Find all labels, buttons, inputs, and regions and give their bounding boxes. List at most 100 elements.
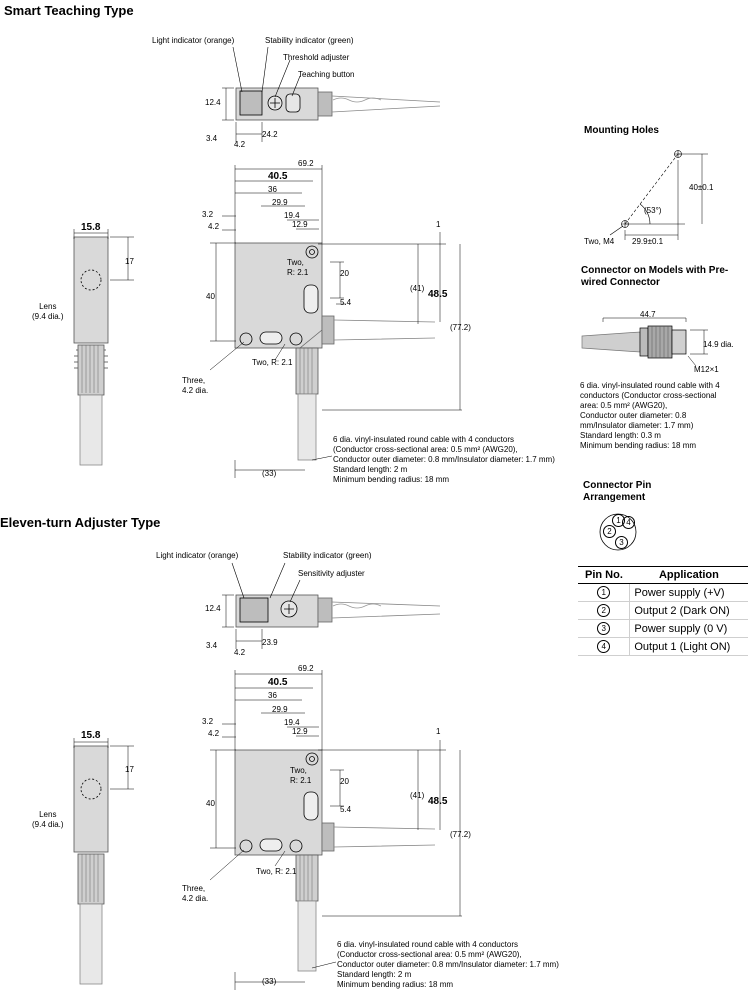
s2-dim-41: (41) bbox=[410, 791, 425, 800]
s1-dim-48-5: 48.5 bbox=[428, 289, 448, 300]
connector-note-line: Minimum bending radius: 18 mm bbox=[580, 441, 697, 450]
application-cell: Power supply (+V) bbox=[629, 583, 748, 602]
s2-side-dim-17: 17 bbox=[125, 765, 134, 774]
s1-cable-note: 6 dia. vinyl-insulated round cable with … bbox=[333, 435, 593, 485]
pin-cell: 3 bbox=[578, 619, 631, 638]
s2-two-r-lower-label: Two, R: 2.1 bbox=[256, 867, 297, 876]
pin-cell: 4 bbox=[578, 637, 631, 656]
s2-dim-1: 1 bbox=[436, 727, 441, 736]
s2-dim-40-5: 40.5 bbox=[268, 677, 288, 688]
s1-dim-69-2: 69.2 bbox=[298, 159, 314, 168]
connector-models-title: Connector on Models with Pre-wired Conne… bbox=[581, 265, 729, 288]
table-row: 1 Power supply (+V) bbox=[578, 583, 748, 602]
s1-cable-note-line: Conductor outer diameter: 0.8 mm/Insulat… bbox=[333, 455, 555, 464]
pin-no-header: Pin No. bbox=[578, 566, 630, 584]
s2-dim-19-4: 19.4 bbox=[284, 718, 300, 727]
s1-side-dim-17: 17 bbox=[125, 257, 134, 266]
pin-number: 3 bbox=[597, 622, 611, 635]
pin-2-marker: 2 bbox=[603, 525, 616, 538]
s1-dim-4-2: 4.2 bbox=[208, 222, 220, 231]
s2-dim-4-2: 4.2 bbox=[208, 729, 220, 738]
connector-dim-44-7: 44.7 bbox=[640, 310, 656, 319]
s1-dim-41: (41) bbox=[410, 284, 425, 293]
s1-dim-12-9: 12.9 bbox=[292, 220, 308, 229]
s1-dim-77-2: (77.2) bbox=[450, 323, 471, 332]
s1-dim-1: 1 bbox=[436, 220, 441, 229]
s2-dim-69-2: 69.2 bbox=[298, 664, 314, 673]
s1-two-r-upper-label: Two, R: 2.1 bbox=[287, 258, 309, 277]
s2-dim-29-9: 29.9 bbox=[272, 705, 288, 714]
s1-top-view bbox=[222, 46, 441, 142]
s2-dim-77-2: (77.2) bbox=[450, 830, 471, 839]
s2-stability-indicator-label: Stability indicator (green) bbox=[283, 551, 372, 560]
s2-sensitivity-adjuster-label: Sensitivity adjuster bbox=[298, 569, 365, 578]
connector-note-line: conductors (Conductor cross-sectional bbox=[580, 391, 717, 400]
s1-threshold-adjuster-label: Threshold adjuster bbox=[283, 53, 350, 62]
mounting-holes-label: Two, M4 bbox=[584, 237, 615, 246]
connector-note-line: mm/Insulator diameter: 1.7 mm) bbox=[580, 421, 694, 430]
mounting-dim-angle: (53°) bbox=[644, 206, 662, 215]
s1-two-r-lower-label: Two, R: 2.1 bbox=[252, 358, 293, 367]
s1-dim-40-5: 40.5 bbox=[268, 171, 288, 182]
s2-cable-note-line: Minimum bending radius: 18 mm bbox=[337, 980, 454, 989]
s2-side-dim-15-8: 15.8 bbox=[81, 730, 101, 741]
pin-number: 2 bbox=[597, 604, 611, 617]
s2-top-view bbox=[222, 562, 441, 649]
s2-dim-36: 36 bbox=[268, 691, 277, 700]
s1-side-dim-15-8: 15.8 bbox=[81, 222, 101, 233]
s1-dim-5-4: 5.4 bbox=[340, 298, 352, 307]
application-header: Application bbox=[629, 566, 748, 584]
s1-dim-36: 36 bbox=[268, 185, 277, 194]
s2-dim-3-2: 3.2 bbox=[202, 717, 214, 726]
s2-top-dim-23-9: 23.9 bbox=[262, 638, 278, 647]
pin-3-marker: 3 bbox=[615, 536, 628, 549]
table-row: 3 Power supply (0 V) bbox=[578, 619, 748, 638]
s1-dim-19-4: 19.4 bbox=[284, 211, 300, 220]
s1-dim-40: 40 bbox=[206, 292, 215, 301]
s2-dim-5-4: 5.4 bbox=[340, 805, 352, 814]
s1-stability-indicator-label: Stability indicator (green) bbox=[265, 36, 354, 45]
s1-top-dim-24-2: 24.2 bbox=[262, 130, 278, 139]
s2-cable-note-line: Standard length: 2 m bbox=[337, 970, 412, 979]
s2-dim-48-5: 48.5 bbox=[428, 796, 448, 807]
mounting-dim-40: 40±0.1 bbox=[689, 183, 714, 192]
connector-note-line: Standard length: 0.3 m bbox=[580, 431, 661, 440]
application-cell: Output 2 (Dark ON) bbox=[629, 601, 748, 620]
connector-drawing bbox=[581, 317, 708, 367]
table-row: 2 Output 2 (Dark ON) bbox=[578, 601, 748, 620]
application-cell: Output 1 (Light ON) bbox=[629, 637, 748, 656]
s1-cable-note-line: Standard length: 2 m bbox=[333, 465, 408, 474]
pin-number: 1 bbox=[597, 586, 611, 599]
pin-4-marker: 4 bbox=[622, 516, 635, 529]
s1-cable-note-line: (Conductor cross-sectional area: 0.5 mm²… bbox=[333, 445, 518, 454]
mounting-holes-title: Mounting Holes bbox=[584, 125, 659, 136]
s2-light-indicator-label: Light indicator (orange) bbox=[156, 551, 239, 560]
s1-front-view bbox=[209, 165, 462, 478]
connector-note: 6 dia. vinyl-insulated round cable with … bbox=[580, 381, 750, 451]
s2-cable-note-line: (Conductor cross-sectional area: 0.5 mm²… bbox=[337, 950, 522, 959]
mounting-holes-drawing bbox=[609, 150, 708, 240]
s1-dim-29-9: 29.9 bbox=[272, 198, 288, 207]
pin-arrangement-title: Connector Pin Arrangement bbox=[583, 480, 652, 503]
section1-title: Smart Teaching Type bbox=[4, 3, 134, 18]
s2-top-dim-12-4: 12.4 bbox=[205, 604, 221, 613]
s2-side-view bbox=[73, 738, 134, 985]
pin-table-header-row: Pin No. Application bbox=[578, 566, 748, 584]
application-cell: Power supply (0 V) bbox=[629, 619, 748, 638]
s1-cable-note-line: Minimum bending radius: 18 mm bbox=[333, 475, 450, 484]
s2-cable-note-line: 6 dia. vinyl-insulated round cable with … bbox=[337, 940, 518, 949]
connector-dim-14-9: 14.9 dia. bbox=[703, 340, 734, 349]
s1-dim-33: (33) bbox=[262, 469, 277, 478]
pin-cell: 2 bbox=[578, 601, 631, 620]
table-row: 4 Output 1 (Light ON) bbox=[578, 637, 748, 656]
s1-top-dim-4-2: 4.2 bbox=[234, 140, 246, 149]
s2-top-dim-3-4: 3.4 bbox=[206, 641, 218, 650]
s2-dim-12-9: 12.9 bbox=[292, 727, 308, 736]
s2-lens-label: Lens (9.4 dia.) bbox=[32, 810, 64, 829]
s1-lens-label: Lens (9.4 dia.) bbox=[32, 302, 64, 321]
s1-dim-3-2: 3.2 bbox=[202, 210, 214, 219]
connector-dim-m12: M12×1 bbox=[694, 365, 719, 374]
s1-three-holes-label: Three, 4.2 dia. bbox=[182, 376, 209, 395]
connector-note-line: 6 dia. vinyl-insulated round cable with … bbox=[580, 381, 720, 390]
s2-dim-20: 20 bbox=[340, 777, 349, 786]
